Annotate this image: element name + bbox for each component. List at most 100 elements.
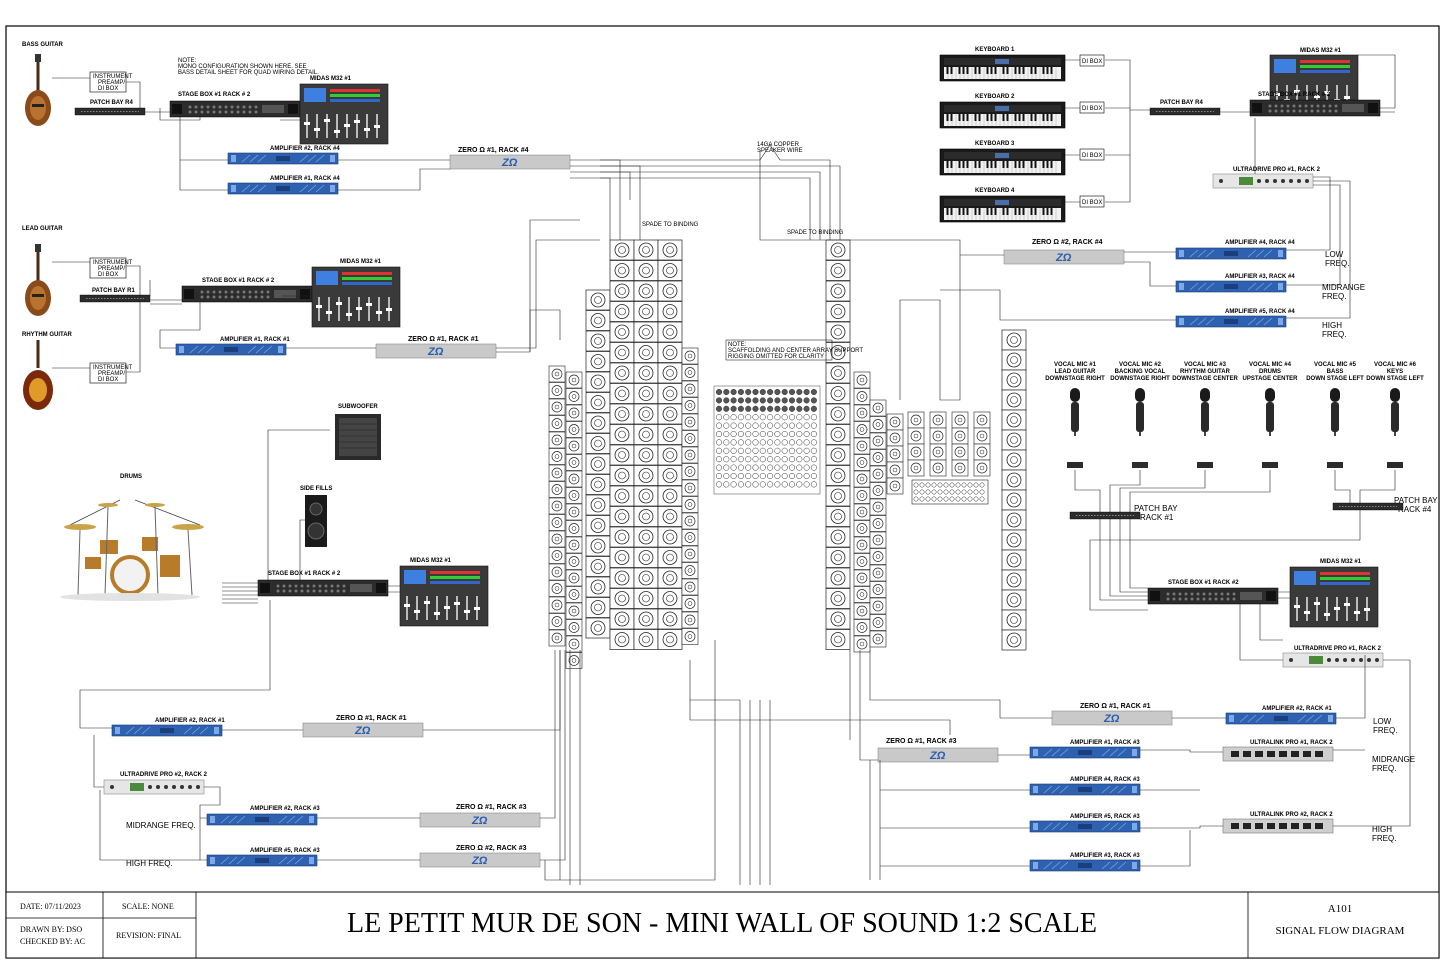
microphone-icon [1390,388,1400,436]
speaker-cabinet [565,553,583,570]
speaker-cabinet [633,383,659,404]
array-driver [723,447,730,454]
speaker-cabinet [609,506,635,527]
array-driver [715,430,723,438]
zero-1-rack-1-lower-label: ZERO Ω #1, RACK #1 [336,715,407,722]
speaker-cabinet [633,629,659,650]
array-driver [810,464,817,471]
speaker-cabinet [657,588,683,609]
amp-5-rack-4 [1175,315,1287,328]
speaker-driver [931,496,937,502]
speaker-cabinet [1001,389,1027,411]
array-driver [810,414,817,421]
svg-text:DI BOX: DI BOX [98,272,118,278]
array-driver [759,481,766,488]
drawing-title: LE PETIT MUR DE SON - MINI WALL OF SOUND… [347,908,1097,939]
keyboard-di-box-label: DI BOX [1082,153,1102,159]
lead-guitar-label: LEAD GUITAR [22,226,63,232]
speaker-cabinet [825,465,851,486]
amp-5-rack-3-right [1029,820,1141,833]
midas-mixer-drums [399,565,489,627]
amp-3-rack-4-label: AMPLIFIER #3, RACK #4 [1225,274,1295,280]
drum-kit-icon [60,499,204,601]
speaker-wall-right [825,239,887,653]
zero-2-rack-3-label: ZERO Ω #2, RACK #3 [456,845,527,852]
ultradrive-pro-2 [103,779,205,795]
speaker-driver [955,482,961,488]
speaker-cabinet [585,289,611,311]
array-driver [774,422,781,429]
scaffold-note-line3: RIGGING OMITTED FOR CLARITY [728,354,824,360]
array-driver [759,414,766,421]
ultradrive-pro-1-lower [1282,652,1384,668]
speaker-cabinet [1001,469,1027,491]
speaker-cabinet [565,602,583,620]
speaker-cabinet [657,321,683,343]
speaker-cabinet [657,342,683,363]
speaker-cabinet [633,547,659,568]
speaker-driver [973,496,979,502]
bass-guitar-icon [25,54,51,126]
patch-bay-r1 [79,294,151,303]
midas-label-drums: MIDAS M32 #1 [410,558,452,564]
array-driver [723,405,730,412]
speaker-cabinet [1001,629,1027,651]
speaker-cabinet [1001,489,1027,511]
ultralink-pro-1-label: ULTRALINK PRO #1, RACK 2 [1250,740,1333,746]
speaker-cabinet [633,280,659,302]
array-driver [745,414,752,421]
array-driver [788,430,796,438]
mic-preamp [1262,462,1278,468]
array-driver [715,397,723,404]
array-driver [767,447,774,454]
speaker-cabinet [853,536,871,554]
vocal-mic-role: DRUMS [1259,369,1281,375]
speaker-cabinet [1001,349,1027,371]
speaker-driver [913,496,919,502]
amp-1-rack-3-right [1029,746,1141,759]
speaker-cabinet [548,580,566,597]
array-driver [774,447,781,454]
speaker-cabinet [585,556,611,577]
speaker-cabinet [825,629,851,650]
speaker-cabinet [869,416,887,433]
speaker-cabinet [565,569,583,587]
array-driver [737,456,744,463]
spade-label-left: SPADE TO BINDING [642,222,699,228]
speaker-cabinet [853,553,871,570]
speaker-cabinet [548,481,566,498]
speaker-cabinet [853,619,871,636]
speaker-driver [949,482,955,488]
bass-guitar-label: BASS GUITAR [22,42,64,48]
array-driver [752,439,759,446]
speaker-cabinet [633,465,659,486]
speaker-driver [967,496,973,502]
midas-label-right-mid: MIDAS M32 #1 [1320,559,1362,565]
array-driver [788,397,796,404]
patch-bay-r4-right-label: PATCH BAY R4 [1160,100,1203,106]
array-driver [788,481,796,488]
midrange-freq-label-top-2: FREQ. [1322,292,1346,301]
speaker-driver [967,489,973,495]
speaker-cabinet [657,567,683,589]
speaker-cabinet [548,596,566,614]
array-driver [796,464,803,471]
speaker-cabinet [548,563,566,581]
array-driver [810,472,817,480]
stage-box-label-mid: STAGE BOX #1 RACK # 2 [202,278,275,284]
array-driver [730,414,737,421]
speaker-cabinet [585,310,611,331]
stage-box-label-right-top: STAGE BOX #1 RACK # 2 [1258,92,1331,98]
array-driver [759,472,766,480]
speaker-cabinet [929,459,947,477]
array-driver [796,422,803,429]
speaker-cabinet [869,399,887,417]
speaker-driver [937,489,943,495]
speaker-cabinet [548,530,566,548]
speaker-cabinet [565,454,583,471]
speaker-driver [949,496,955,502]
array-driver [788,447,796,454]
speaker-cabinet [609,588,635,609]
array-driver [759,456,766,463]
rhythm-guitar-icon [23,340,53,410]
